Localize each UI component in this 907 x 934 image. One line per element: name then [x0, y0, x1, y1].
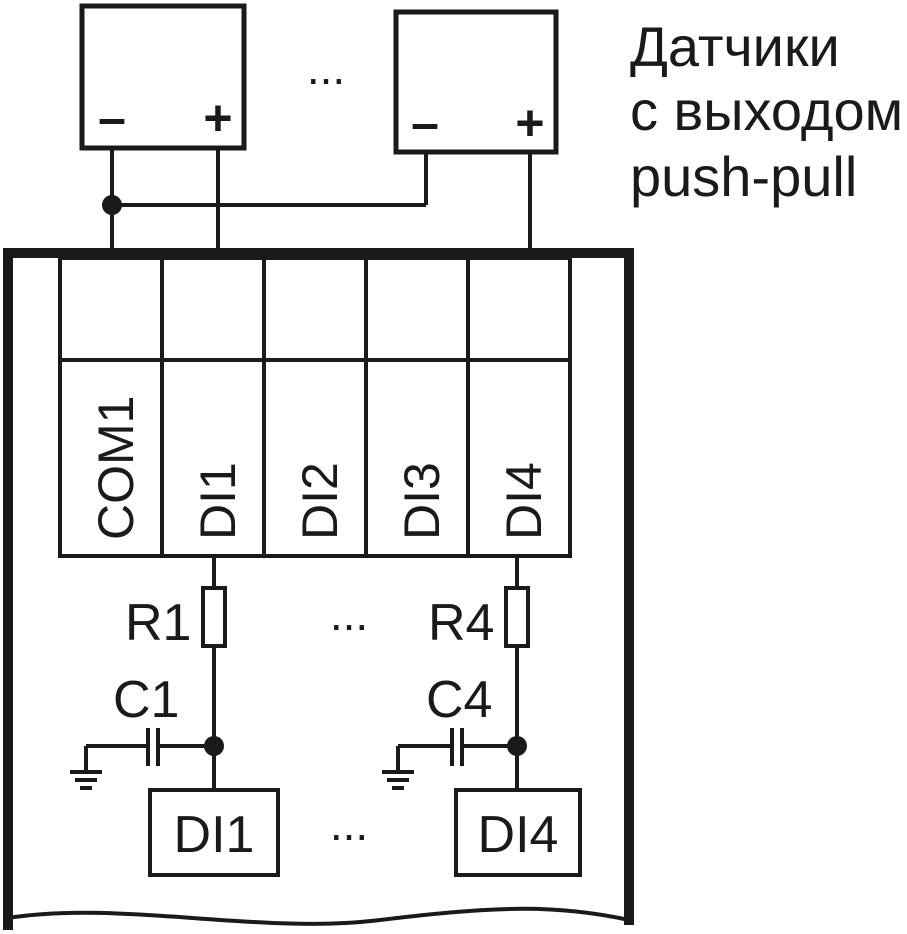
input-circuit-left: R1 C1 DI1 — [70, 556, 280, 877]
title-line-1: Датчики — [630, 15, 840, 78]
terminal-label-com1: COM1 — [88, 396, 144, 540]
terminal-label-di3: DI3 — [394, 462, 450, 540]
sensor-right: – + — [393, 9, 559, 155]
capacitor-label-right: C4 — [426, 671, 492, 729]
title-line-2: с выходом — [630, 79, 903, 142]
sensor-ellipsis: ... — [307, 42, 345, 94]
input-ellipsis: ... — [330, 798, 368, 850]
input-circuit-right: R4 C4 DI4 — [382, 556, 582, 877]
resistor-label-left: R1 — [125, 594, 191, 652]
terminal-label-di2: DI2 — [292, 462, 348, 540]
resistor-label-right: R4 — [428, 594, 494, 652]
diagram-title: Датчики с выходом push-pull — [630, 15, 903, 208]
input-label-left: DI1 — [174, 806, 255, 864]
input-label-right: DI4 — [478, 806, 559, 864]
sensor-right-plus: + — [515, 95, 544, 151]
module-housing — [3, 248, 634, 930]
sensor-left: – + — [79, 3, 247, 151]
resistor-ellipsis: ... — [330, 588, 368, 640]
capacitor-label-left: C1 — [113, 671, 179, 729]
sensor-right-minus: – — [411, 95, 439, 151]
junction-dot-left — [204, 736, 224, 756]
module-break-line — [7, 906, 630, 926]
sensor-wiring — [110, 148, 532, 254]
title-line-3: push-pull — [630, 145, 857, 208]
terminal-label-di4: DI4 — [496, 462, 552, 540]
sensor-left-minus: – — [98, 90, 126, 146]
sensor-left-plus: + — [203, 90, 232, 146]
junction-dot-com — [102, 195, 122, 215]
terminal-label-di1: DI1 — [190, 462, 246, 540]
junction-dot-right — [507, 736, 527, 756]
terminal-block — [58, 256, 572, 558]
